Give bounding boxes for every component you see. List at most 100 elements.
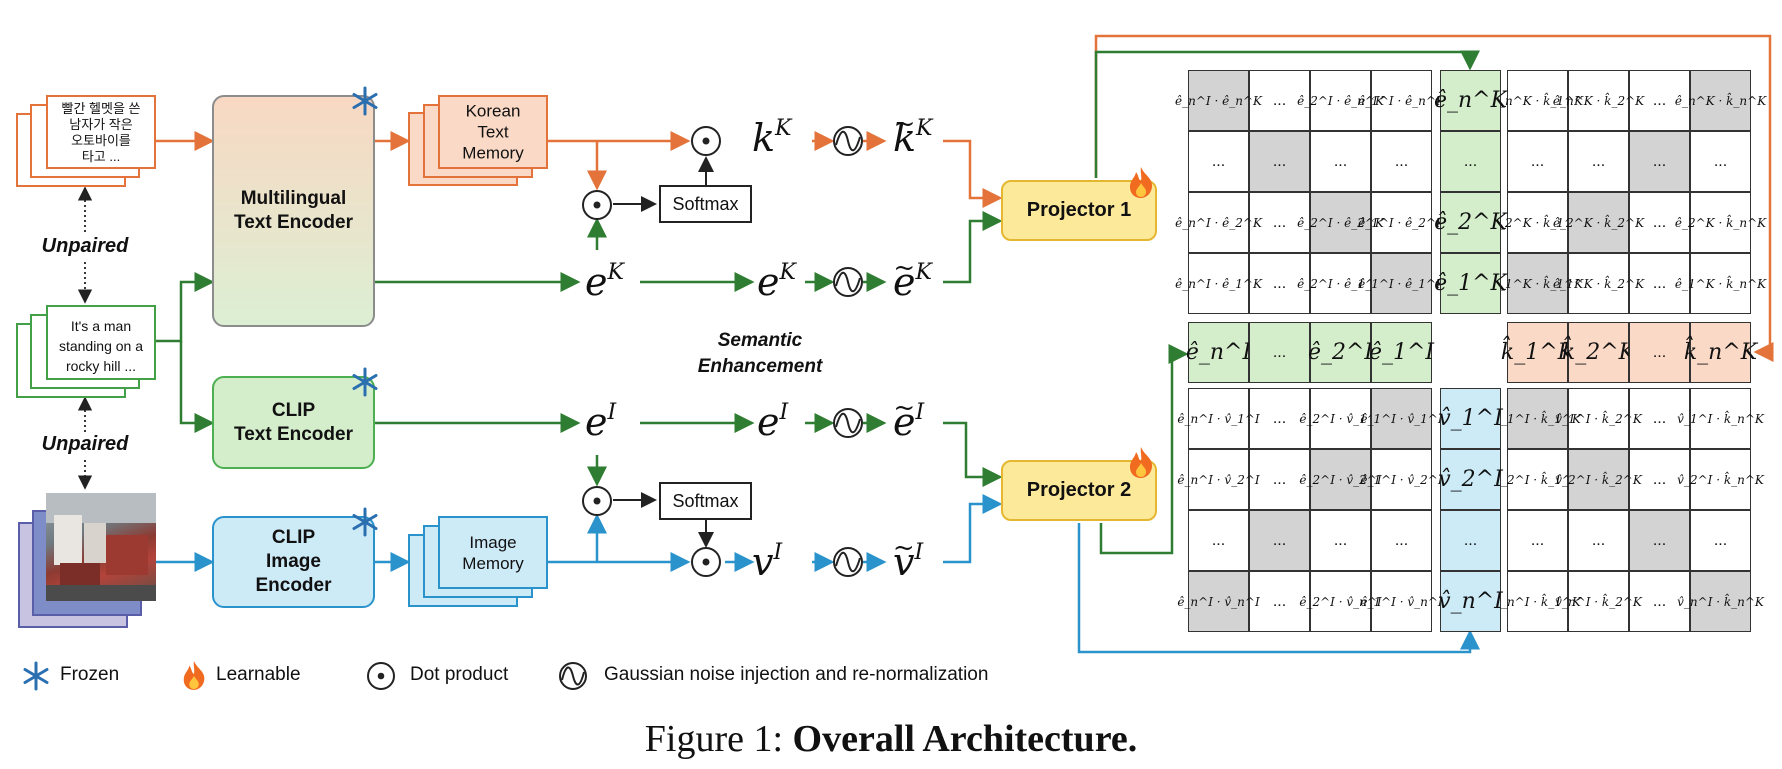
bus-photo-art bbox=[46, 493, 156, 601]
matrix-cell: v̂_n^I · k̂_1^K bbox=[1494, 571, 1581, 632]
matrix-cell: ... bbox=[1629, 70, 1690, 131]
embedding-cell: ê_n^K bbox=[1434, 70, 1507, 131]
embedding-cell: v̂_2^I bbox=[1438, 449, 1503, 510]
embedding-cell: v̂_n^I bbox=[1438, 571, 1503, 632]
matrix-cell: ... bbox=[1249, 388, 1310, 449]
matrix-cell: ê_1^K · k̂_2^K bbox=[1553, 253, 1644, 314]
var-eI-left: eI bbox=[585, 400, 617, 444]
legend-frozen: Frozen bbox=[60, 664, 120, 685]
english-caption-text: It's a man standing on a rocky hill ... bbox=[58, 318, 144, 374]
embedding-cell: ... bbox=[1249, 322, 1310, 383]
matrix-cell: ê_1^K · k̂_n^K bbox=[1675, 253, 1766, 314]
matrix-cell: ... bbox=[1249, 449, 1310, 510]
matrix-cell: v̂_1^I · k̂_1^K bbox=[1494, 388, 1581, 449]
matrix-cell: ê_1^I · v̂_n^I bbox=[1360, 571, 1443, 632]
embedding-cell: ... bbox=[1629, 322, 1690, 383]
matrix-cell: ... bbox=[1507, 131, 1568, 192]
clip-text-encoder-label: CLIP Text Encoder bbox=[234, 399, 353, 445]
matrix-cell: ê_1^K · k̂_1^K bbox=[1492, 253, 1583, 314]
projector-1-label: Projector 1 bbox=[1026, 199, 1132, 221]
flame-icon bbox=[183, 661, 205, 690]
flame-icon bbox=[1130, 447, 1153, 478]
korean-text-memory-label: Korean Text Memory bbox=[462, 101, 524, 163]
dot-product-icon bbox=[582, 190, 612, 220]
legend-learnable: Learnable bbox=[216, 664, 301, 685]
matrix-cell: v̂_2^I · k̂_n^K bbox=[1677, 449, 1764, 510]
matrix-cell: ... bbox=[1371, 510, 1432, 571]
matrix-cell: v̂_2^I · k̂_2^K bbox=[1555, 449, 1642, 510]
matrix-cell: ê_2^I · ê_2^K bbox=[1297, 192, 1384, 253]
figure-caption: Figure 1: Overall Architecture. bbox=[0, 717, 1782, 761]
figure-caption-title: Overall Architecture. bbox=[792, 718, 1138, 760]
bus-photo bbox=[46, 493, 156, 601]
matrix-cell: ... bbox=[1249, 192, 1310, 253]
matrix-cell: ê_n^I · v̂_n^I bbox=[1177, 571, 1260, 632]
var-eK-left: eK bbox=[585, 260, 624, 304]
legend-dot-product: Dot product bbox=[410, 664, 509, 685]
matrix-cell: ê_2^I · v̂_1^I bbox=[1299, 388, 1382, 449]
matrix-cell: ... bbox=[1629, 131, 1690, 192]
matrix-cell: ... bbox=[1629, 449, 1690, 510]
softmax-box-top: Softmax bbox=[659, 185, 752, 223]
unpaired-label-top: Unpaired bbox=[41, 235, 129, 257]
var-kK: kK bbox=[752, 116, 792, 160]
matrix-cell: ê_2^I · ê_n^K bbox=[1297, 70, 1384, 131]
matrix-cell: ... bbox=[1249, 253, 1310, 314]
matrix-cell: ... bbox=[1690, 510, 1751, 571]
projector-2-label: Projector 2 bbox=[1026, 479, 1132, 501]
flame-icon bbox=[1130, 167, 1153, 198]
softmax-label-top: Softmax bbox=[672, 193, 739, 214]
image-memory-label: Image Memory bbox=[462, 532, 524, 573]
snowflake-icon bbox=[352, 507, 378, 537]
softmax-box-bottom: Softmax bbox=[659, 482, 752, 520]
embedding-cell: ... bbox=[1440, 131, 1501, 192]
matrix-cell: ... bbox=[1249, 510, 1310, 571]
matrix-cell: ê_1^I · ê_1^K bbox=[1358, 253, 1445, 314]
legend-noise: Gaussian noise injection and re-normaliz… bbox=[604, 664, 989, 685]
matrix-cell: v̂_n^I · k̂_n^K bbox=[1677, 571, 1764, 632]
var-vI: vI bbox=[752, 540, 783, 584]
semantic-enhancement-title: Semantic Enhancement bbox=[697, 330, 823, 377]
var-eI-tilde: eI bbox=[893, 402, 924, 443]
matrix-cell: ... bbox=[1188, 510, 1249, 571]
dot-product-icon bbox=[582, 486, 612, 516]
matrix-cell: ... bbox=[1310, 510, 1371, 571]
matrix-cell: ê_2^K · k̂_1^K bbox=[1492, 192, 1583, 253]
matrix-cell: ê_1^I · v̂_1^I bbox=[1360, 388, 1443, 449]
dot-product-icon bbox=[691, 547, 721, 577]
matrix-cell: ê_n^I · v̂_2^I bbox=[1177, 449, 1260, 510]
noise-icon bbox=[833, 547, 863, 577]
embedding-cell: v̂_1^I bbox=[1438, 388, 1503, 449]
multilingual-text-encoder: Multilingual Text Encoder bbox=[212, 95, 375, 327]
matrix-cell: v̂_1^I · k̂_2^K bbox=[1555, 388, 1642, 449]
clip-text-encoder: CLIP Text Encoder bbox=[212, 376, 375, 469]
multilingual-text-encoder-label: Multilingual Text Encoder bbox=[234, 188, 353, 233]
snowflake-icon bbox=[352, 367, 378, 397]
matrix-cell: ê_n^K · k̂_n^K bbox=[1675, 70, 1766, 131]
snowflake-icon bbox=[23, 661, 49, 691]
matrix-cell: ... bbox=[1690, 131, 1751, 192]
var-vI-tilde: vI bbox=[893, 542, 923, 583]
var-eK-mid: eK bbox=[757, 260, 796, 304]
var-eI-mid: eI bbox=[757, 400, 789, 444]
clip-image-encoder: CLIP Image Encoder bbox=[212, 516, 375, 608]
matrix-cell: ê_1^I · ê_2^K bbox=[1358, 192, 1445, 253]
matrix-cell: v̂_1^I · k̂_n^K bbox=[1677, 388, 1764, 449]
matrix-cell: ... bbox=[1629, 510, 1690, 571]
embedding-cell: k̂_1^K bbox=[1501, 322, 1574, 383]
matrix-cell: ... bbox=[1249, 571, 1310, 632]
snowflake-icon bbox=[352, 86, 378, 116]
matrix-cell: ... bbox=[1249, 70, 1310, 131]
embedding-cell: ê_1^I bbox=[1369, 322, 1434, 383]
matrix-cell: ê_n^K · k̂_2^K bbox=[1553, 70, 1644, 131]
matrix-cell: ê_n^I · ê_1^K bbox=[1175, 253, 1262, 314]
matrix-cell: ê_n^K · k̂_1^K bbox=[1492, 70, 1583, 131]
noise-icon bbox=[833, 408, 863, 438]
embedding-cell: ê_2^K bbox=[1434, 192, 1507, 253]
embedding-cell: ê_1^K bbox=[1434, 253, 1507, 314]
embedding-cell: ... bbox=[1440, 510, 1501, 571]
matrix-cell: v̂_2^I · k̂_1^K bbox=[1494, 449, 1581, 510]
dot-product-icon bbox=[367, 662, 395, 690]
matrix-cell: ... bbox=[1629, 192, 1690, 253]
